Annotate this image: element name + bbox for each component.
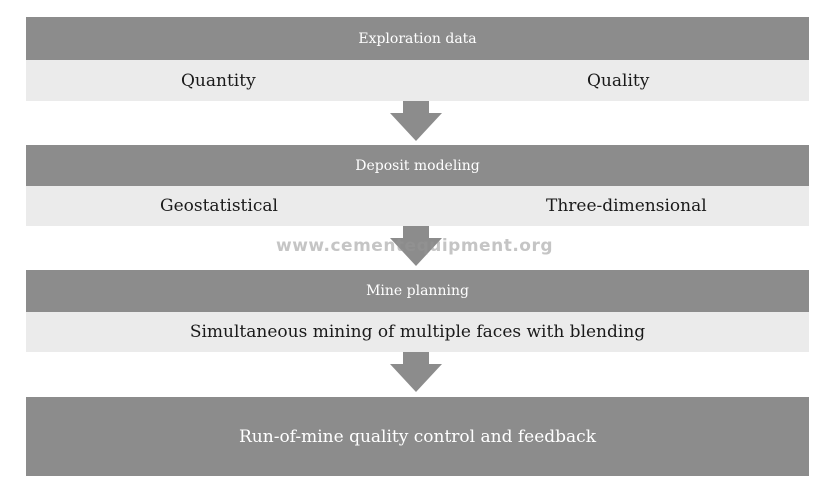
- stage-header-label: Exploration data: [358, 30, 477, 47]
- item-quantity: Quantity: [181, 70, 256, 91]
- stage-header-label: Deposit modeling: [355, 157, 480, 174]
- item-geostatistical: Geostatistical: [160, 196, 278, 216]
- flow-arrow-down: [390, 352, 442, 392]
- stage-band-deposit-modeling: Geostatistical Three-dimensional: [26, 186, 809, 226]
- stage-header-label: Mine planning: [366, 283, 469, 299]
- final-stage-box: Run-of-mine quality control and feedback: [26, 397, 809, 476]
- item-quality: Quality: [587, 70, 650, 91]
- stage-header-deposit-modeling: Deposit modeling: [26, 145, 809, 186]
- flow-arrow-down: [390, 226, 442, 266]
- stage-header-mine-planning: Mine planning: [26, 270, 809, 312]
- final-stage-label: Run-of-mine quality control and feedback: [239, 426, 596, 447]
- item-three-dimensional: Three-dimensional: [546, 196, 707, 216]
- stage-header-exploration-data: Exploration data: [26, 17, 809, 60]
- flow-arrow-down: [390, 101, 442, 141]
- item-simultaneous-mining: Simultaneous mining of multiple faces wi…: [189, 322, 646, 342]
- stage-band-mine-planning: Simultaneous mining of multiple faces wi…: [26, 312, 809, 352]
- stage-band-exploration-data: Quantity Quality: [26, 60, 809, 101]
